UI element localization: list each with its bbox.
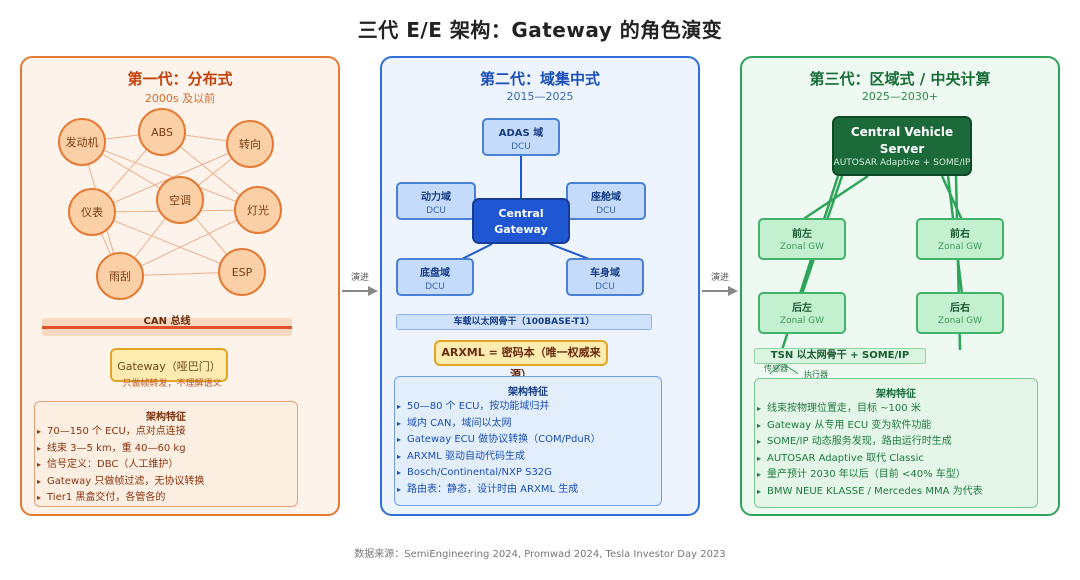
feature-item: 信号定义：DBC（人工维护） xyxy=(35,457,204,474)
gen1-features-title: 架构特征 xyxy=(146,412,186,423)
ethernet-backbone: 车载以太网骨干（100BASE-T1） xyxy=(396,314,652,330)
gen3-features: 架构特征 线束按物理位置走，目标 ~100 米 Gateway 从专用 ECU … xyxy=(754,378,1038,508)
gen2-title: 第二代：域集中式 xyxy=(479,70,600,88)
gateway-note: 只做帧转发，不理解语义 xyxy=(122,379,222,389)
feature-item: Gateway 从专用 ECU 变为软件功能 xyxy=(755,418,983,435)
domain-name: 车身域 xyxy=(590,268,620,279)
zone-unit: Zonal GW xyxy=(779,242,825,252)
central-gateway: Central Gateway xyxy=(472,198,570,244)
ecu-node-engine: 发动机 xyxy=(58,118,106,166)
domain-powertrain: 动力域 DCU xyxy=(396,182,476,220)
ecu-node-hvac: 空调 xyxy=(156,176,204,224)
feature-item: AUTOSAR Adaptive 取代 Classic xyxy=(755,451,983,468)
actuator-label: 执行器 xyxy=(804,370,828,379)
tsn-backbone: TSN 以太网骨干 + SOME/IP xyxy=(754,348,926,364)
zone-rear-right: 后右 Zonal GW xyxy=(916,292,1004,334)
gen2-features-list: 50—80 个 ECU，按功能域归并 域内 CAN，域间以太网 Gateway … xyxy=(395,399,601,498)
ecu-node-wiper: 雨刮 xyxy=(96,252,144,300)
gen1-features-list: 70—150 个 ECU，点对点连接 线束 3—5 km，重 40—60 kg … xyxy=(35,424,204,507)
gen2-panel: 第二代：域集中式 2015—2025 ADAS 域 DCU 动力域 DCU 座舱… xyxy=(380,56,700,516)
evolution-arrow-2: 演进 xyxy=(702,270,738,302)
feature-item: 70—150 个 ECU，点对点连接 xyxy=(35,424,204,441)
zone-unit: Zonal GW xyxy=(779,316,825,326)
can-bus-label: CAN 总线 xyxy=(143,316,191,327)
domain-unit: DCU xyxy=(595,282,615,292)
zone-unit: Zonal GW xyxy=(937,316,983,326)
domain-body: 车身域 DCU xyxy=(566,258,644,296)
domain-adas: ADAS 域 DCU xyxy=(482,118,560,156)
arxml-box: ARXML = 密码本（唯一权威来源） xyxy=(434,340,608,381)
feature-item: 量产预计 2030 年以后（目前 <40% 车型） xyxy=(755,467,983,484)
ecu-node-lighting: 灯光 xyxy=(234,186,282,234)
feature-item: 线束 3—5 km，重 40—60 kg xyxy=(35,441,204,458)
feature-item: BMW NEUE KLASSE / Mercedes MMA 为代表 xyxy=(755,484,983,501)
zone-unit: Zonal GW xyxy=(937,242,983,252)
gen3-title: 第三代：区域式 / 中央计算 xyxy=(809,70,991,88)
domain-unit: DCU xyxy=(596,206,616,216)
feature-item: 50—80 个 ECU，按功能域归并 xyxy=(395,399,601,416)
feature-item: Bosch/Continental/NXP S32G xyxy=(395,465,601,482)
ecu-node-abs: ABS xyxy=(138,108,186,156)
domain-cockpit: 座舱域 DCU xyxy=(566,182,646,220)
gen2-features: 架构特征 50—80 个 ECU，按功能域归并 域内 CAN，域间以太网 Gat… xyxy=(394,376,662,506)
can-bus-line xyxy=(42,326,292,329)
zone-name: 前左 xyxy=(792,229,812,240)
source-footer: 数据来源：SemiEngineering 2024, Promwad 2024,… xyxy=(354,549,726,560)
feature-item: Tier1 黑盒交付，各管各的 xyxy=(35,490,204,507)
gen1-features: 架构特征 70—150 个 ECU，点对点连接 线束 3—5 km，重 40—6… xyxy=(34,401,298,507)
feature-item: Gateway 只做帧过滤，无协议转换 xyxy=(35,474,204,491)
gen3-panel: 第三代：区域式 / 中央计算 2025—2030+ Central Vehicl… xyxy=(740,56,1060,516)
arrow-right-icon xyxy=(342,286,378,296)
zone-rear-left: 后左 Zonal GW xyxy=(758,292,846,334)
zone-front-left: 前左 Zonal GW xyxy=(758,218,846,260)
gen2-features-title: 架构特征 xyxy=(508,387,548,398)
gen1-panel: 第一代：分布式 2000s 及以前 发动机 ABS 转向 仪表 空调 灯光 雨刮… xyxy=(20,56,340,516)
gen3-period: 2025—2030+ xyxy=(861,90,939,103)
domain-unit: DCU xyxy=(425,282,445,292)
page-title: 三代 E/E 架构：Gateway 的角色演变 xyxy=(357,18,723,42)
domain-name: 底盘域 xyxy=(420,268,450,279)
gen1-period: 2000s 及以前 xyxy=(144,92,216,105)
evolution-arrow-label: 演进 xyxy=(710,273,729,283)
domain-name: 动力域 xyxy=(421,192,451,203)
evolution-arrow-1: 演进 xyxy=(342,270,378,302)
zone-name: 后左 xyxy=(792,303,812,314)
domain-name: ADAS 域 xyxy=(498,128,544,139)
server-name: Central Vehicle Server xyxy=(850,125,954,156)
ecu-node-cluster: 仪表 xyxy=(68,188,116,236)
feature-item: Gateway ECU 做协议转换（COM/PduR） xyxy=(395,432,601,449)
ecu-node-esp: ESP xyxy=(218,248,266,296)
gen3-features-title: 架构特征 xyxy=(876,389,916,400)
domain-chassis: 底盘域 DCU xyxy=(396,258,474,296)
zone-name: 后右 xyxy=(950,303,970,314)
zone-front-right: 前右 Zonal GW xyxy=(916,218,1004,260)
zone-name: 前右 xyxy=(950,229,970,240)
gen2-period: 2015—2025 xyxy=(506,90,574,103)
feature-item: 路由表：静态，设计时由 ARXML 生成 xyxy=(395,482,601,499)
feature-item: SOME/IP 动态服务发现，路由运行时生成 xyxy=(755,434,983,451)
feature-item: ARXML 驱动自动代码生成 xyxy=(395,449,601,466)
domain-unit: DCU xyxy=(426,206,446,216)
gateway-box: Gateway（哑巴门） xyxy=(110,348,228,382)
server-subtitle: AUTOSAR Adaptive + SOME/IP xyxy=(833,158,971,168)
evolution-arrow-label: 演进 xyxy=(350,273,369,283)
feature-item: 线束按物理位置走，目标 ~100 米 xyxy=(755,401,983,418)
sensor-label: 传感器 xyxy=(764,364,788,373)
gen1-title: 第一代：分布式 xyxy=(127,70,233,88)
ecu-node-steering: 转向 xyxy=(226,120,274,168)
domain-unit: DCU xyxy=(511,142,531,152)
domain-name: 座舱域 xyxy=(591,192,621,203)
arrow-right-icon xyxy=(702,286,738,296)
gen3-features-list: 线束按物理位置走，目标 ~100 米 Gateway 从专用 ECU 变为软件功… xyxy=(755,401,983,500)
feature-item: 域内 CAN，域间以太网 xyxy=(395,416,601,433)
central-vehicle-server: Central Vehicle Server AUTOSAR Adaptive … xyxy=(832,116,972,176)
